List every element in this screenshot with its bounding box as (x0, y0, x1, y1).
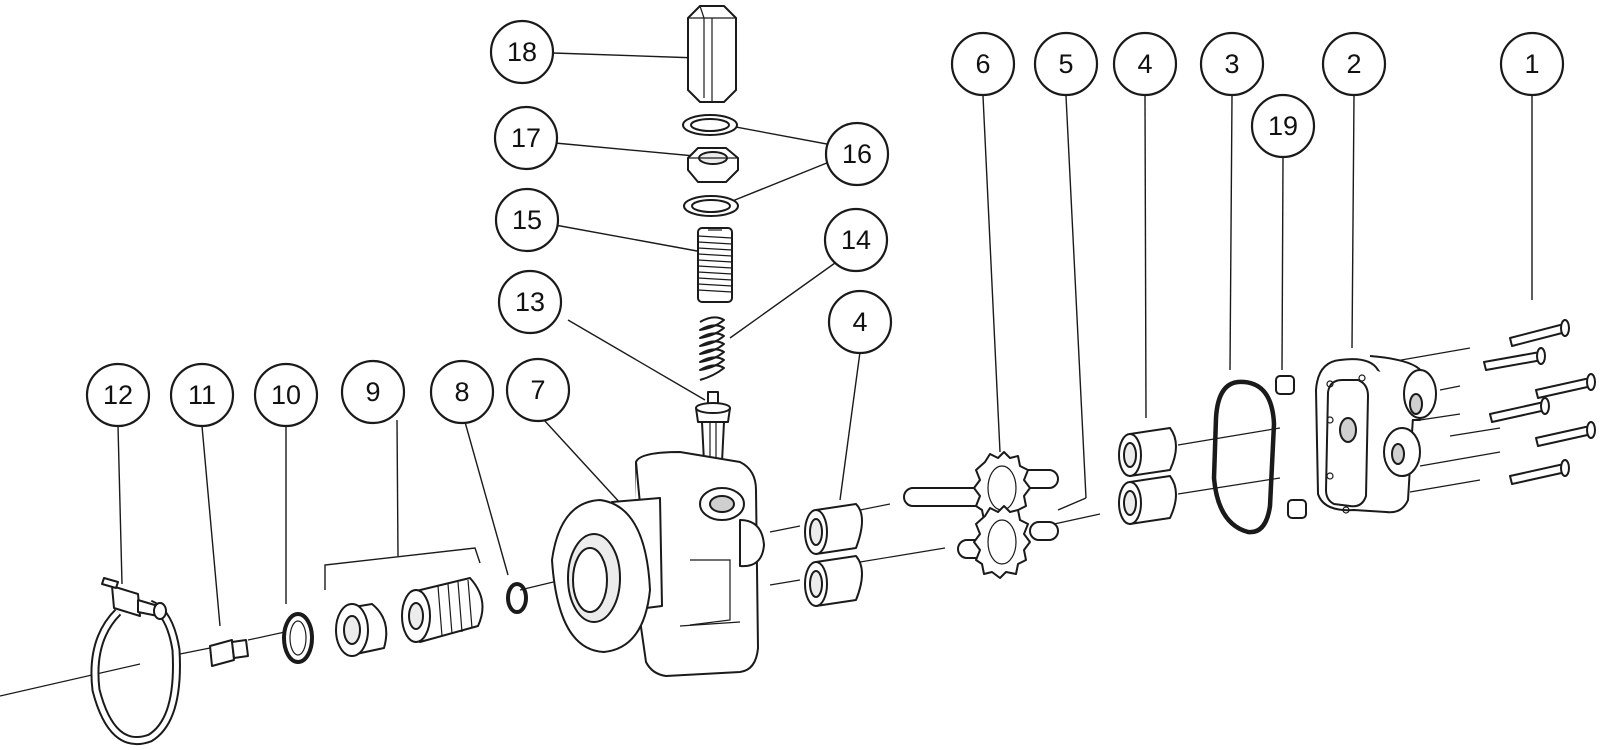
part-14-spring (699, 316, 725, 381)
part-8-small-o-ring (506, 582, 528, 614)
callout-label: 8 (454, 377, 469, 407)
callout-label: 14 (841, 225, 871, 255)
callout-label: 16 (842, 139, 872, 169)
callout-6: 6 (950, 31, 1016, 97)
callout-label: 4 (852, 307, 867, 337)
callout-label: 3 (1224, 49, 1239, 79)
part-3-o-ring (1211, 379, 1277, 535)
callout-label: 12 (103, 380, 133, 410)
callout-4: 4 (1112, 31, 1178, 97)
callout-18: 18 (489, 19, 555, 85)
callout-label: 17 (511, 123, 541, 153)
callout-label: 10 (271, 380, 301, 410)
part-17-hex-nut (687, 147, 739, 183)
callout-label: 9 (365, 377, 380, 407)
part-1-screws (1483, 319, 1596, 485)
callout-8: 8 (429, 359, 495, 425)
part-6-drive-gear (903, 451, 1059, 525)
axis-lines (0, 347, 1501, 697)
callout-label: 6 (975, 49, 990, 79)
callout-10: 10 (253, 362, 319, 428)
callout-label: 2 (1346, 49, 1361, 79)
part-10-snap-ring (282, 612, 314, 664)
part-9-seal-assembly (335, 577, 484, 657)
callout-2: 2 (1321, 31, 1387, 97)
callout-19: 19 (1250, 93, 1316, 159)
part-11-coupling-key (209, 639, 249, 667)
part-19-dowel-pins (1275, 375, 1307, 519)
callout-4-lower: 4 (827, 289, 893, 355)
part-18-hex-cap (687, 5, 737, 103)
callout-14: 14 (823, 207, 889, 273)
part-2-cover-plate (1315, 355, 1437, 514)
callout-7: 7 (505, 357, 571, 423)
callout-label: 11 (188, 380, 216, 410)
callout-9: 9 (340, 359, 406, 425)
callout-13: 13 (497, 269, 563, 335)
callout-label: 19 (1268, 111, 1298, 141)
part-5-driven-gear (957, 505, 1059, 579)
callouts: 1 2 3 4 4 5 6 7 (85, 19, 1565, 428)
part-12-hose-clamp (90, 577, 181, 746)
callout-label: 1 (1524, 49, 1539, 79)
callout-15: 15 (494, 187, 560, 253)
part-16-washers (682, 114, 739, 217)
callout-label: 4 (1137, 49, 1152, 79)
callout-label: 5 (1058, 49, 1073, 79)
callout-label: 7 (530, 375, 545, 405)
callout-5: 5 (1033, 31, 1099, 97)
callout-12: 12 (85, 362, 151, 428)
callout-label: 13 (515, 287, 545, 317)
callout-11: 11 (169, 362, 235, 428)
part-13-valve-plunger (695, 391, 731, 463)
part-7-pump-housing (551, 451, 765, 677)
callout-3: 3 (1199, 31, 1265, 97)
callout-16: 16 (824, 121, 890, 187)
callout-label: 15 (512, 205, 542, 235)
callout-17: 17 (493, 105, 559, 171)
part-4-front-bushings (804, 503, 863, 607)
part-4-rear-bushings (1118, 427, 1177, 525)
part-15-threaded-plug (697, 227, 733, 303)
callout-label: 18 (507, 37, 537, 67)
callout-1: 1 (1499, 31, 1565, 97)
